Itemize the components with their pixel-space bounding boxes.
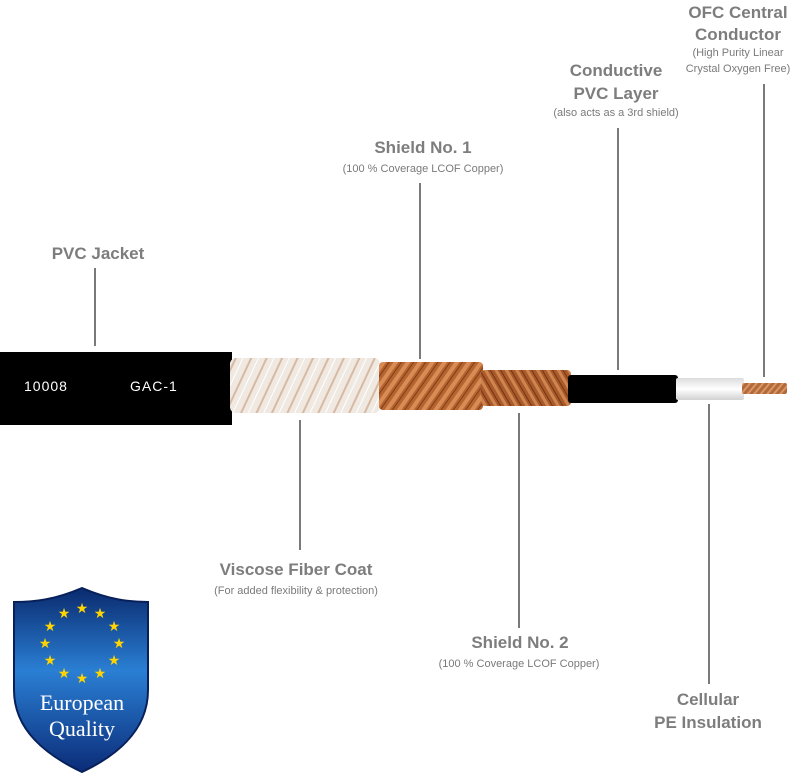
svg-text:★: ★ [108,619,121,635]
svg-text:★: ★ [94,606,107,622]
svg-text:★: ★ [108,653,121,669]
shield2-sublabel: (100 % Coverage LCOF Copper) [438,658,600,670]
ofc-label-line1: OFC Central [688,3,788,22]
svg-text:★: ★ [94,666,107,682]
svg-text:★: ★ [58,606,71,622]
viscose-fiber-coat [230,358,380,413]
svg-text:★: ★ [58,666,71,682]
cellular-leader-line [708,404,710,684]
conductive-label-line2: PVC Layer [573,84,659,103]
jacket-print-code: 10008 [24,378,68,394]
pvc-jacket-leader-line [94,268,96,346]
svg-text:★: ★ [113,636,126,652]
conductive-pvc-layer [568,375,678,403]
viscose-leader-line [299,420,301,550]
ofc-sublabel-line1: (High Purity Linear [692,47,784,59]
conductive-sublabel: (also acts as a 3rd shield) [553,107,679,119]
badge-text-line2: Quality [49,716,115,741]
shield2-label: Shield No. 2 [471,633,569,652]
ofc-leader-line [763,84,765,377]
shield-no-2 [481,370,571,406]
viscose-label: Viscose Fiber Coat [219,560,373,579]
ofc-label-line2: Conductor [695,25,781,44]
pvc-jacket [0,352,232,425]
ofc-sublabel-line2: Crystal Oxygen Free) [685,63,791,75]
cellular-pe-insulation [676,378,744,400]
european-quality-badge [13,586,149,774]
svg-text:★: ★ [44,653,57,669]
cellular-label-line2: PE Insulation [654,713,762,732]
shield1-sublabel: (100 % Coverage LCOF Copper) [342,163,504,175]
shield1-leader-line [419,183,421,359]
cellular-label-line1: Cellular [676,690,740,709]
jacket-print-model: GAC-1 [130,378,178,394]
viscose-sublabel: (For added flexibility & protection) [214,585,378,597]
svg-text:★: ★ [39,636,52,652]
star-icons: ★ ★ ★ ★ ★ ★ ★ ★ ★ ★ ★ ★ [39,601,126,687]
conductive-label-line1: Conductive [569,61,663,80]
svg-text:★: ★ [44,619,57,635]
conductive-leader-line [617,128,619,370]
shield1-label: Shield No. 1 [374,138,472,157]
shield2-leader-line [518,413,520,628]
svg-text:★: ★ [76,601,89,617]
shield-no-1 [379,362,483,410]
svg-text:★: ★ [76,671,89,687]
pvc-jacket-label: PVC Jacket [51,244,145,263]
ofc-central-conductor [742,383,787,394]
badge-text-line1: European [39,690,125,715]
